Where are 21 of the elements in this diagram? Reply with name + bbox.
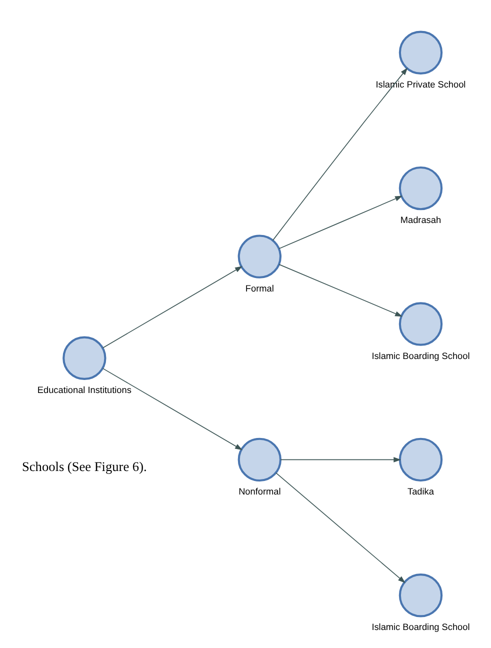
arrow bbox=[278, 196, 403, 250]
arrow bbox=[278, 264, 403, 317]
node-circle bbox=[62, 336, 106, 380]
node-label: Tadika bbox=[408, 486, 434, 496]
node-circle bbox=[238, 438, 282, 482]
node-label: Nonformal bbox=[238, 486, 281, 496]
node-label: Educational Institutions bbox=[37, 384, 132, 395]
node-circle bbox=[398, 302, 443, 346]
node-label: Formal bbox=[245, 283, 274, 294]
arrow bbox=[102, 368, 243, 450]
arrow bbox=[272, 68, 408, 241]
node-label: Islamic Boarding School bbox=[372, 350, 470, 361]
node-label: Madrasah bbox=[400, 215, 442, 226]
node-circle bbox=[398, 438, 443, 482]
node-circle bbox=[238, 234, 282, 278]
label: Schools (See Figure 6). bbox=[22, 459, 147, 474]
arrow bbox=[280, 457, 402, 462]
node-label: Islamic Boarding School bbox=[372, 622, 470, 632]
arrow bbox=[276, 472, 406, 584]
arrow bbox=[102, 266, 243, 348]
node-circle bbox=[398, 166, 443, 210]
